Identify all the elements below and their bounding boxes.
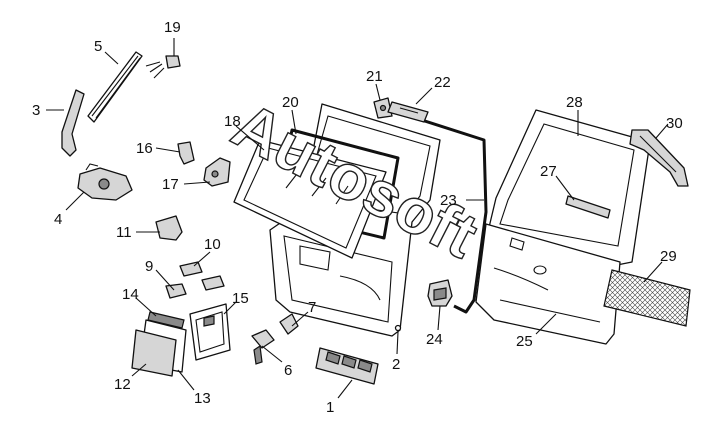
leader-lines: [46, 38, 669, 399]
wiper-arm-part-3: [61, 89, 85, 157]
callout-11: 11: [116, 224, 132, 241]
callout-12: 12: [114, 376, 131, 393]
callout-13: 13: [194, 390, 211, 407]
callout-7: 7: [308, 299, 316, 316]
callout-20: 20: [282, 94, 299, 111]
callout-18: 18: [224, 113, 241, 130]
callout-1: 1: [326, 399, 334, 416]
clip-part-7: [279, 313, 299, 335]
callout-3: 3: [32, 102, 40, 119]
bracket-part-22: [387, 101, 429, 123]
callout-14: 14: [122, 286, 139, 303]
wiper-blade-part-5: [87, 51, 143, 123]
upper-tailgate-frame-part-28: [485, 109, 651, 267]
callout-22: 22: [434, 74, 451, 91]
callout-16: 16: [136, 140, 153, 157]
callout-24: 24: [426, 331, 443, 348]
handle-part-27: [565, 195, 611, 219]
mesh-panel-part-29: [603, 269, 691, 327]
bracket-part-16: [177, 141, 195, 165]
callout-29: 29: [660, 248, 677, 265]
callout-5: 5: [94, 38, 102, 55]
tailgate-glass-part-18: [233, 139, 387, 259]
plate-part-12: [131, 329, 177, 377]
callout-labels: 1 2 3 4 5 6 7 9 10 11 12 13 14 15 16 17 …: [32, 19, 683, 416]
callout-10: 10: [204, 236, 221, 253]
callout-21: 21: [366, 68, 383, 85]
panel-part-15: [189, 303, 231, 361]
callout-2: 2: [392, 356, 400, 373]
actuator-part-11: [155, 215, 183, 241]
strip-part-14: [147, 311, 185, 329]
callout-30: 30: [666, 115, 683, 132]
callout-19: 19: [164, 19, 181, 36]
switch-part-10: [179, 261, 225, 291]
switch-part-9: [165, 283, 187, 299]
callout-23: 23: [440, 192, 457, 209]
callout-25: 25: [516, 333, 533, 350]
callout-17: 17: [162, 176, 179, 193]
callout-15: 15: [232, 290, 249, 307]
callout-27: 27: [540, 163, 557, 180]
handle-part-30: [629, 129, 689, 187]
callout-4: 4: [54, 211, 62, 228]
callout-28: 28: [566, 94, 583, 111]
washer-nozzle-part-19: [145, 55, 181, 79]
hinge-part-21: [373, 97, 393, 119]
callout-6: 6: [284, 362, 292, 379]
license-lamp-part-1: [315, 347, 379, 385]
glass-seal-part-23: [377, 104, 488, 314]
lock-cylinder-part-6: [251, 329, 275, 365]
latch-part-24: [427, 279, 453, 307]
lock-part-17: [203, 157, 231, 187]
callout-9: 9: [145, 258, 153, 275]
wiper-motor-part-4: [77, 163, 133, 201]
lower-tailgate-panel-part-25: [475, 223, 621, 345]
